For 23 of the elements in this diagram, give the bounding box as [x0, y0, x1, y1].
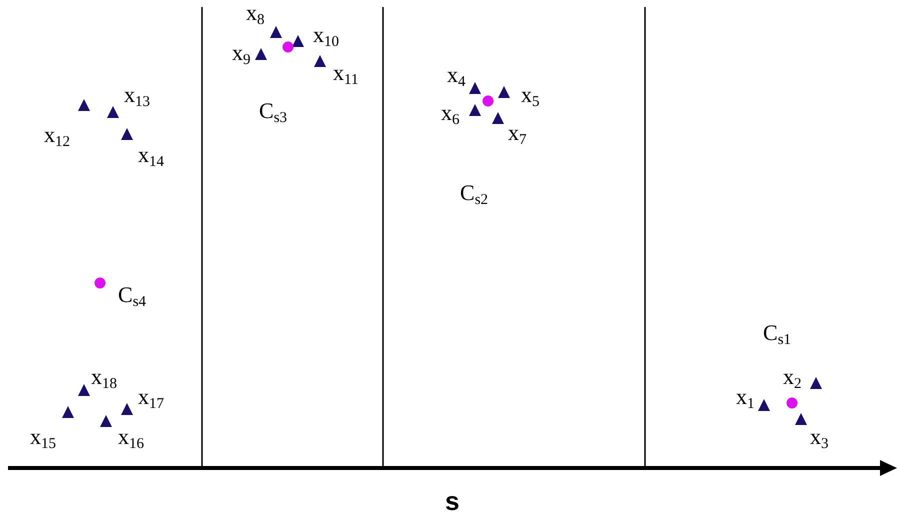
point-label: x$_{16}$: [118, 426, 144, 448]
point-label: x$_{15}$: [30, 426, 56, 448]
point-label: x$_{2}$: [783, 366, 802, 388]
point-label: x$_{9}$: [232, 42, 250, 64]
point-label: C$_{s2}$: [460, 182, 488, 204]
point-label: x$_{4}$: [447, 64, 466, 86]
point-label: x$_{1}$: [736, 386, 754, 408]
point-label: x$_{8}$: [246, 2, 264, 24]
point-label: x$_{6}$: [441, 102, 460, 124]
point-label: x$_{7}$: [508, 122, 526, 144]
point-label: x$_{13}$: [124, 84, 150, 106]
point-label: C$_{s4}$: [118, 284, 146, 306]
point-label: x$_{18}$: [91, 366, 117, 388]
axis-label: s: [445, 488, 460, 514]
point-label: x$_{17}$: [138, 386, 164, 408]
point-label: x$_{12}$: [44, 124, 70, 146]
point-label: C$_{s1}$: [763, 322, 792, 344]
point-label: x$_{5}$: [521, 84, 540, 106]
point-label: C$_{s3}$: [259, 100, 288, 122]
point-label: x$_{10}$: [313, 24, 339, 46]
point-label: x$_{14}$: [138, 144, 164, 166]
point-label: x$_{11}$: [333, 62, 358, 84]
point-label: x$_{3}$: [810, 426, 828, 448]
